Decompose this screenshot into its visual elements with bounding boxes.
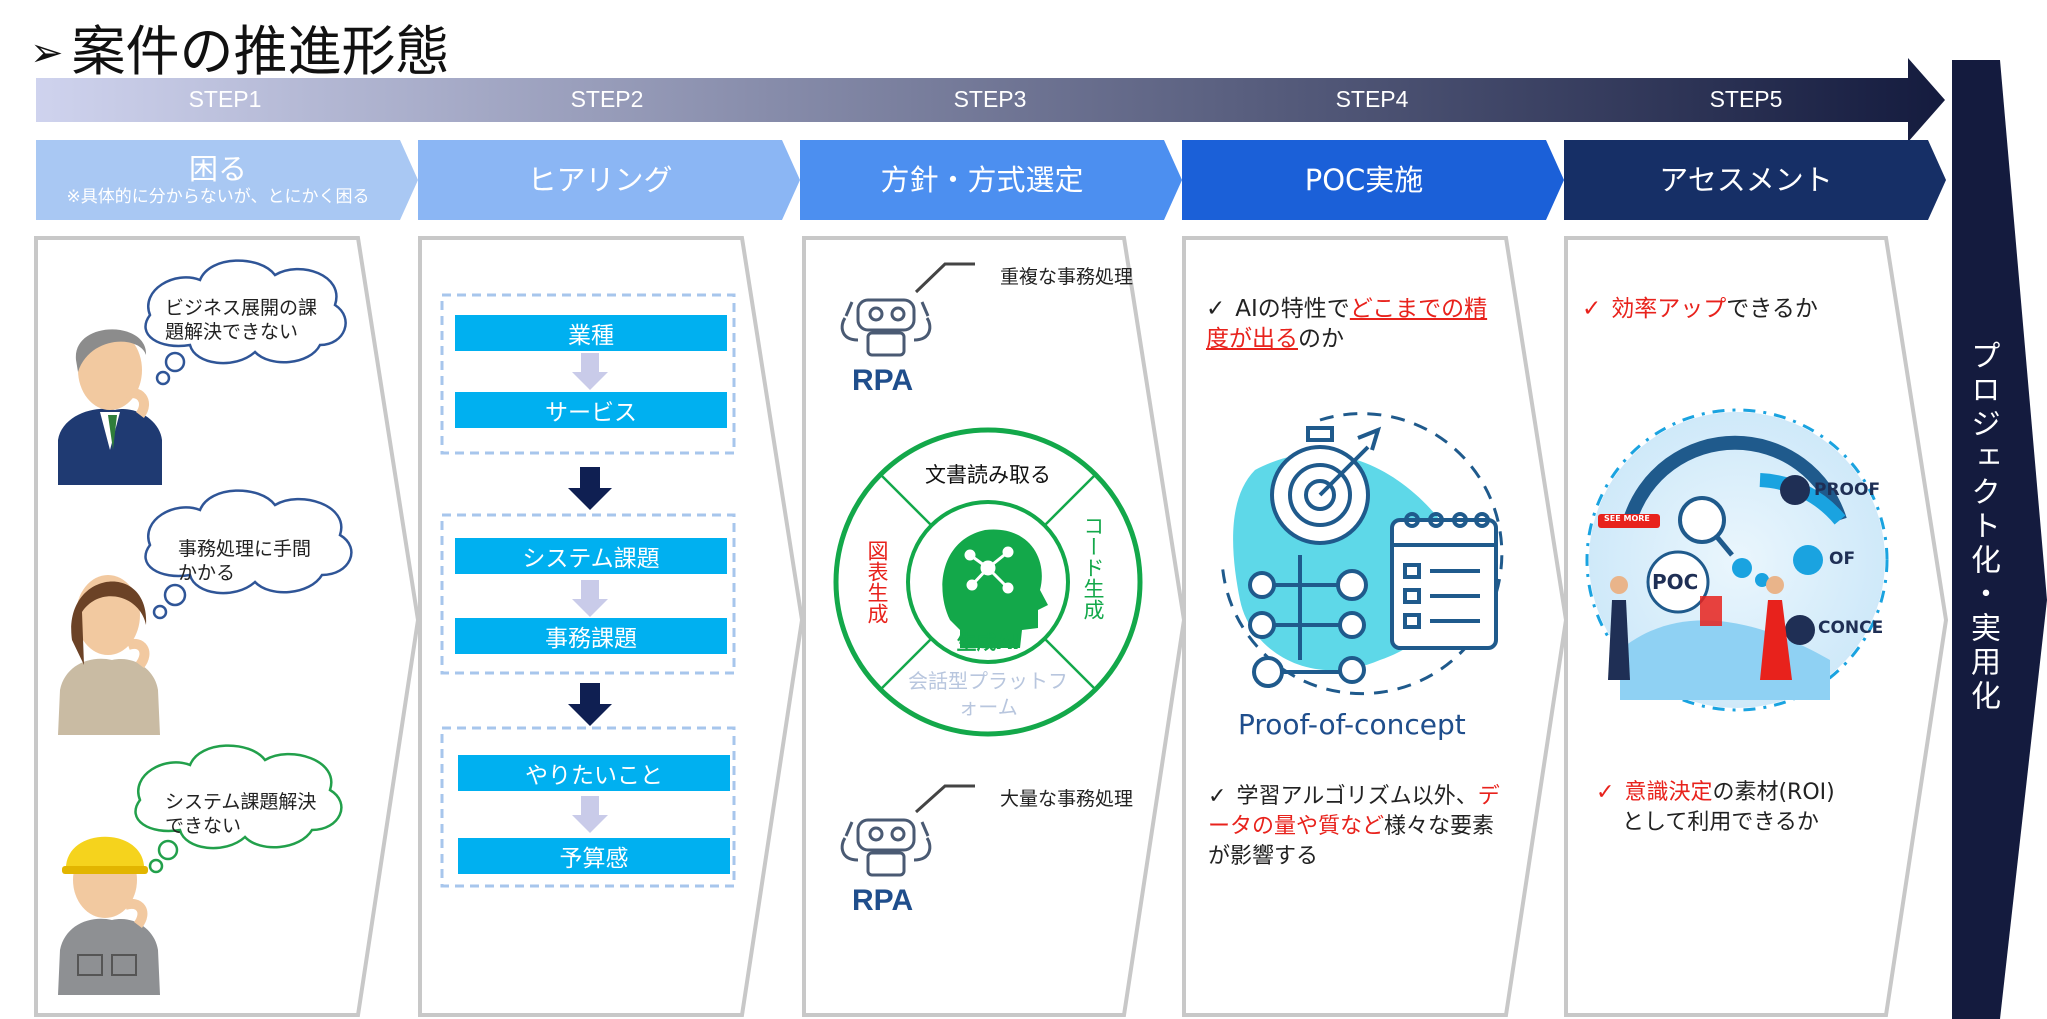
poc-check-1: ✓AIの特性でどこまでの精度が出るのか [1206,296,1488,352]
phase-chevron-5 [1564,140,1946,220]
poc-word-proof: PROOF [1814,480,1881,500]
poc-word-poc: POC [1652,570,1699,594]
phase-3-label: 方針・方式選定 [880,163,1084,197]
step-label-5: STEP5 [1709,86,1783,112]
dark-arrow-2 [568,683,612,726]
phase-2-label: ヒアリング [527,163,673,197]
step-arrow [36,58,1945,142]
step-label-2: STEP2 [570,86,644,112]
light-arrow-3 [572,796,608,833]
phase-2: ヒアリング [418,140,782,220]
phase-1-sub: ※具体的に分からないが、とにかく困る [66,187,370,207]
box-wants: やりたいこと [458,755,730,791]
businessman-figure [58,329,162,485]
cloud-text-1: ビジネス展開の課題解決できない [165,297,318,343]
title-marker: ➢ [30,30,64,76]
phase-chevron-4 [1182,140,1564,220]
box-office-issue: 事務課題 [455,618,727,654]
assess-check-2: ✓意識決定の素材(ROI)として利用できるか [1596,780,1835,835]
poc-word-of: OF [1829,549,1856,569]
step-label-3: STEP3 [953,86,1027,112]
thought-cloud-2 [144,489,353,620]
step-label-1: STEP1 [188,86,262,112]
ai-wheel [833,427,1143,737]
phase-3: 方針・方式選定 [800,140,1164,220]
wheel-center-label: 生成AI [956,630,1020,654]
worker-figure [58,836,160,995]
proof-of-concept-illustration [1220,412,1504,696]
box-system-issue: システム課題 [455,538,727,574]
phase-5-label: アセスメント [1659,163,1833,197]
dark-arrow-1 [568,467,612,510]
rpa-robot-bottom [840,784,975,877]
poc-word-concept: CONCEPT [1818,618,1882,638]
poc-caption: Proof-of-concept [1238,708,1466,741]
check-mark-icon: ✓ [1208,784,1227,809]
box-service: サービス [455,392,727,428]
phase-chevron-3 [800,140,1182,220]
rpa-label-bottom: RPA [852,884,914,917]
box-budget: 予算感 [458,838,730,874]
box-industry: 業種 [455,315,727,351]
step-label-4: STEP4 [1335,86,1409,112]
note-bulk-tasks: 大量な事務処理 [1000,788,1134,810]
assess-check-1: ✓効率アップできるか [1582,296,1818,322]
check-mark-icon: ✓ [1582,296,1602,322]
wheel-right-label: コード生成 [1081,515,1105,620]
wheel-bottom-label: 会話型プラットフォーム [908,669,1068,719]
sidebar-arrow [1952,60,2047,1019]
cloud-text-2: 事務処理に手間かかる [178,538,312,584]
check-mark-icon: ✓ [1206,296,1226,322]
cloud-text-3: システム課題解決できない [165,791,317,837]
phase-5: アセスメント [1564,140,1928,220]
page-title: ➢案件の推進形態 [30,18,450,87]
rpa-label-top: RPA [852,364,914,397]
phase-1: 困る ※具体的に分からないが、とにかく困る [36,140,400,220]
thought-cloud-1 [144,259,347,386]
phase-chevron-1 [36,140,418,220]
light-arrow-1 [572,353,608,390]
phase-4: POC実施 [1182,140,1546,220]
poc-circle-illustration [1585,408,1889,712]
see-more-badge: SEE MORE [1604,514,1650,523]
note-duplicate-tasks: 重複な事務処理 [1000,266,1134,288]
wheel-top-label: 文書読み取る [925,463,1051,487]
phase-4-label: POC実施 [1304,163,1424,197]
rpa-robot-top [840,262,975,357]
wheel-left-label: 図表生成 [865,540,889,624]
poc-check-2: ✓学習アルゴリズム以外、データの量や質など様々な要素が影響する [1208,784,1500,869]
light-arrow-2 [572,580,608,617]
thought-cloud-3 [134,744,343,874]
businesswoman-figure [58,575,160,735]
ai-head-icon [942,529,1048,648]
sidebar-text: プロジェクト化・実用化 [1965,340,2000,714]
phase-1-label: 困る [188,152,247,186]
page-title-text: 案件の推進形態 [71,20,450,83]
phase-chevron-2 [418,140,800,220]
check-mark-icon: ✓ [1596,780,1615,805]
